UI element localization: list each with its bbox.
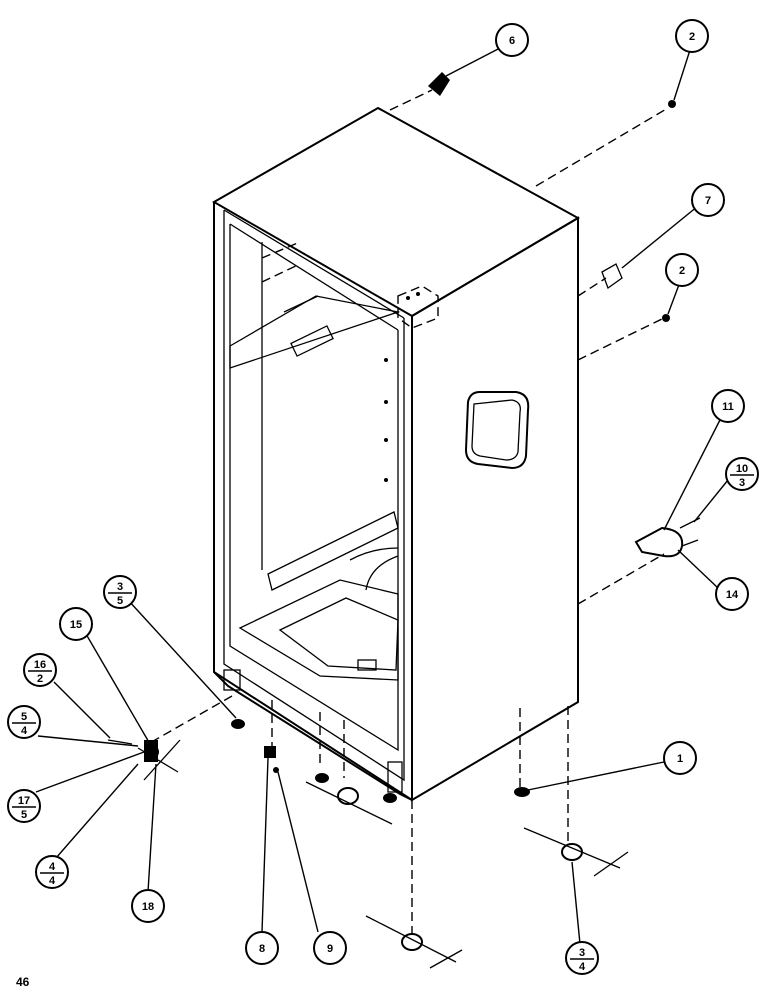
svg-text:3: 3 (579, 947, 585, 959)
callout-9: 9 (313, 931, 347, 965)
svg-text:3: 3 (117, 581, 123, 593)
callout-2-upper: 2 (675, 19, 709, 53)
roller-part (337, 787, 359, 805)
svg-text:16: 16 (34, 659, 46, 671)
svg-text:4: 4 (49, 875, 56, 887)
svg-text:4: 4 (579, 961, 586, 973)
svg-text:5: 5 (21, 809, 27, 821)
callout-16-over-2: 16 2 (23, 653, 57, 687)
callout-11: 11 (711, 389, 745, 423)
callout-8: 8 (245, 931, 279, 965)
svg-text:5: 5 (117, 595, 123, 607)
svg-text:9: 9 (327, 943, 333, 955)
svg-text:17: 17 (18, 795, 30, 807)
callout-14: 14 (715, 577, 749, 611)
leader-lines (35, 47, 729, 945)
svg-text:15: 15 (70, 619, 82, 631)
svg-text:1: 1 (677, 753, 683, 765)
cabinet-body (211, 106, 581, 802)
svg-text:18: 18 (142, 901, 154, 913)
svg-text:4: 4 (21, 725, 28, 737)
svg-text:2: 2 (37, 673, 43, 685)
callout-2-lower: 2 (665, 253, 699, 287)
svg-text:4: 4 (49, 861, 56, 873)
callout-3-over-5: 3 5 (103, 575, 137, 609)
svg-text:6: 6 (509, 35, 515, 47)
leveler-foot-part (514, 787, 530, 797)
svg-text:14: 14 (726, 589, 739, 601)
svg-text:2: 2 (689, 31, 695, 43)
clip-part (264, 746, 276, 758)
callout-3-over-4: 3 4 (565, 941, 599, 975)
hinge-cap-part (428, 72, 450, 96)
leveler-foot-part (383, 793, 397, 803)
roller-part (561, 843, 583, 861)
callout-15: 15 (59, 607, 93, 641)
callout-17-over-5: 17 5 (7, 789, 41, 823)
hardware-parts (107, 72, 701, 969)
svg-text:11: 11 (722, 401, 734, 413)
screw-part-upper (668, 100, 676, 108)
bracket-part (601, 263, 623, 290)
callout-6: 6 (495, 23, 529, 57)
roller-part (401, 933, 423, 951)
callout-5-over-4: 5 4 (7, 705, 41, 739)
svg-text:5: 5 (21, 711, 27, 723)
callout-4-over-4: 4 4 (35, 855, 69, 889)
svg-text:8: 8 (259, 943, 265, 955)
callout-10-over-3: 10 3 (725, 457, 759, 491)
leveler-foot-part (231, 719, 245, 729)
page-number: 46 (16, 975, 30, 989)
svg-text:10: 10 (736, 463, 748, 475)
assembly-lines (147, 89, 669, 936)
screw-part-lower (662, 314, 670, 322)
callout-1: 1 (663, 741, 697, 775)
svg-text:3: 3 (739, 477, 745, 489)
hinge-assembly-part (634, 526, 684, 558)
callout-7: 7 (691, 183, 725, 217)
callout-18: 18 (131, 889, 165, 923)
leveler-foot-part (315, 773, 329, 783)
svg-text:7: 7 (705, 195, 711, 207)
svg-text:2: 2 (679, 265, 685, 277)
